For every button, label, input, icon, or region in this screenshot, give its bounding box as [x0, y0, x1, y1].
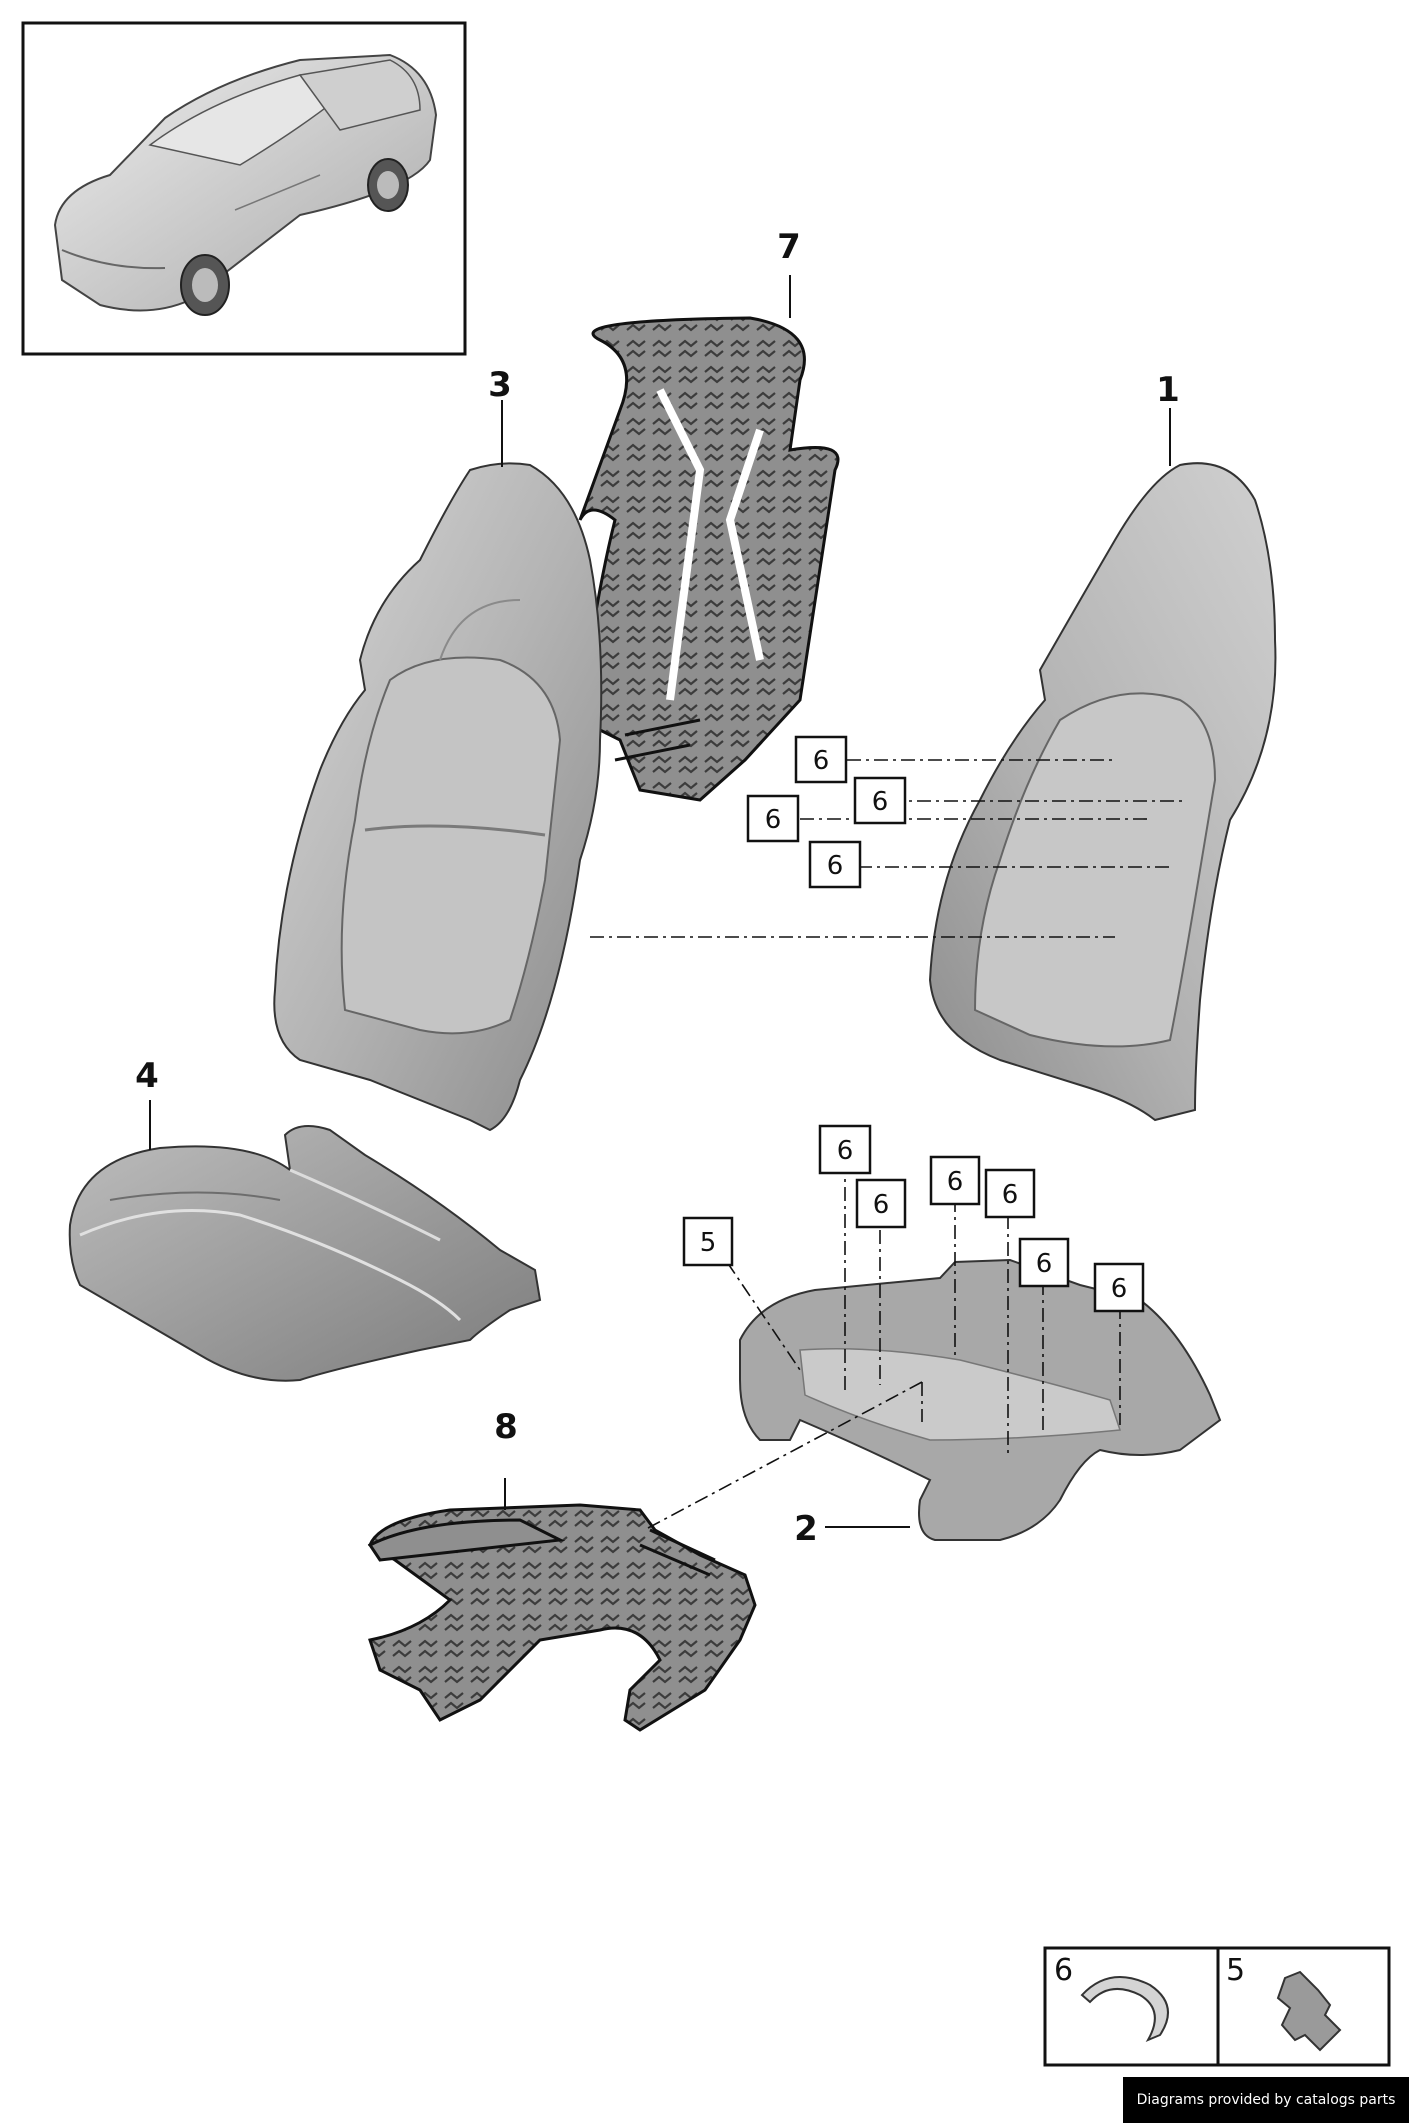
svg-text:5: 5	[700, 1228, 717, 1258]
backrest-foam-right	[928, 462, 1277, 1122]
callout-3: 3	[488, 365, 512, 405]
credit-banner: Diagrams provided by catalogs parts	[1123, 2077, 1409, 2123]
boxed-refs: 6 6 6 6 6 6 6 6	[682, 735, 1145, 1313]
seat-cushion-cover	[68, 1125, 542, 1382]
boxed-ref-6: 6	[984, 1168, 1036, 1219]
svg-text:6: 6	[1002, 1180, 1019, 1210]
svg-text:6: 6	[827, 851, 844, 881]
legend-label-6: 6	[1054, 1953, 1073, 1988]
seat-cushion-foam	[739, 1258, 1222, 1541]
svg-text:6: 6	[837, 1136, 854, 1166]
hog-ring-clip-icon	[1080, 1976, 1169, 2043]
callout-4: 4	[135, 1056, 159, 1096]
callout-2: 2	[794, 1509, 818, 1549]
boxed-ref-6: 6	[794, 735, 848, 784]
svg-text:6: 6	[813, 746, 830, 776]
boxed-ref-6: 6	[1093, 1262, 1145, 1313]
backrest-cover-left	[273, 462, 603, 1132]
callout-7: 7	[777, 227, 801, 267]
boxed-ref-6: 6	[746, 794, 800, 843]
svg-text:6: 6	[1111, 1274, 1128, 1304]
svg-text:6: 6	[873, 1190, 890, 1220]
connector-lines	[590, 759, 1185, 1529]
vehicle-thumbnail	[21, 21, 467, 356]
boxed-ref-6: 6	[855, 1178, 907, 1229]
boxed-ref-6: 6	[853, 776, 907, 825]
legend-label-5: 5	[1226, 1953, 1245, 1988]
boxed-ref-6: 6	[818, 1124, 872, 1175]
svg-text:6: 6	[947, 1167, 964, 1197]
retaining-clip-icon	[1276, 1970, 1342, 2052]
boxed-ref-5: 5	[682, 1216, 734, 1267]
svg-text:6: 6	[872, 787, 889, 817]
leader-lines	[149, 275, 1171, 1528]
seat-heating-mat	[367, 1503, 757, 1732]
small-parts-legend: 6 5	[1043, 1946, 1391, 2067]
boxed-ref-6: 6	[929, 1155, 981, 1206]
backrest-heating-mat	[578, 316, 840, 802]
svg-text:6: 6	[1036, 1249, 1053, 1279]
boxed-ref-6: 6	[808, 840, 862, 889]
callout-8: 8	[494, 1407, 518, 1447]
svg-text:6: 6	[765, 805, 782, 835]
boxed-ref-6: 6	[1018, 1237, 1070, 1288]
callout-1: 1	[1156, 370, 1180, 410]
